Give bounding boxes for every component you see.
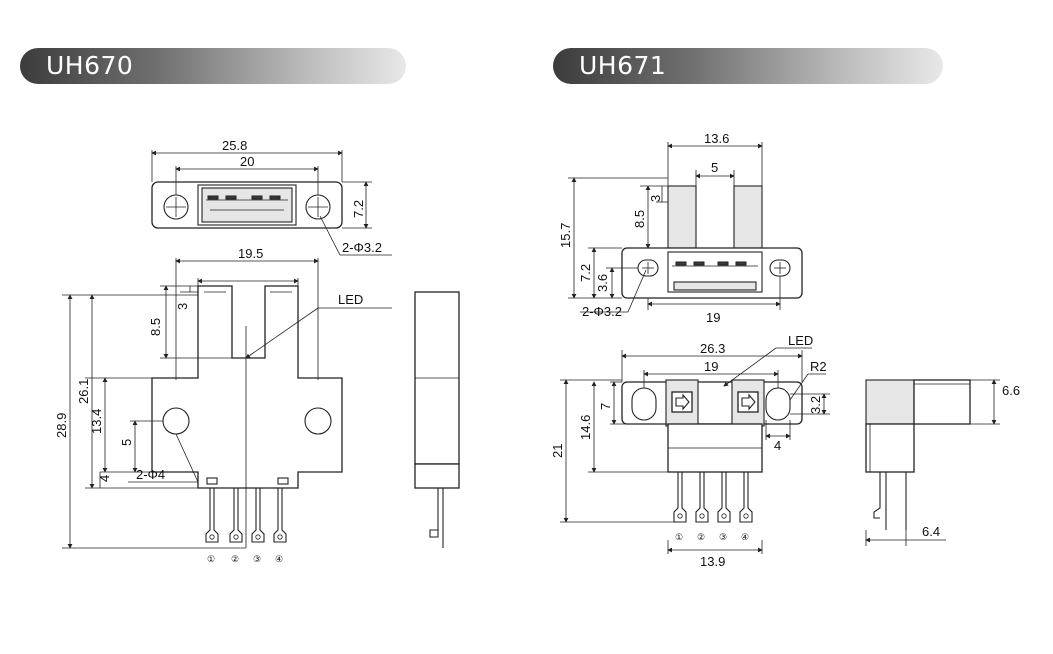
uh671-front-view (560, 347, 830, 554)
uh670-dim-hole-offset: 5 (119, 439, 134, 446)
uh671-side-view (865, 379, 1000, 546)
uh671-dim-holes: 2-Φ3.2 (582, 304, 622, 319)
uh671-dim-base-width: 19 (706, 310, 720, 325)
uh670-dim-body-height: 26.1 (76, 379, 91, 404)
uh670-dim-height: 7.2 (351, 200, 366, 218)
uh670-dim-bottom: 4 (97, 475, 112, 482)
uh671-pin-1: ① (675, 532, 683, 542)
uh670-dim-slot-width: 3 (175, 303, 190, 310)
uh671-dim-height: 15.7 (558, 223, 573, 248)
uh671-dim-body-height: 14.6 (578, 415, 593, 440)
uh670-dim-hole-spacing: 20 (240, 154, 254, 169)
uh671-pin-3: ③ (719, 532, 727, 542)
uh671-dim-bottom-width: 13.9 (700, 554, 725, 569)
uh671-dim-total-width: 26.3 (700, 341, 725, 356)
uh671-dim-pin-offset: 6.4 (922, 524, 940, 539)
uh671-pin-4: ④ (741, 532, 749, 542)
uh670-dim-holes: 2-Φ3.2 (342, 240, 382, 255)
uh670-pin-1: ① (207, 554, 215, 564)
uh671-dim-hole-height: 3.6 (595, 274, 610, 292)
uh670-front-view (62, 258, 392, 549)
uh671-dim-hole-spacing: 19 (704, 359, 718, 374)
uh671-dim-slot-width: 3 (648, 195, 663, 202)
uh671-dim-base-height: 7.2 (578, 264, 593, 282)
uh670-dim-top-width: 25.8 (222, 138, 247, 153)
uh671-dim-radius: R2 (810, 359, 827, 374)
uh671-dim-total-height: 21 (550, 444, 565, 458)
uh670-led-label: LED (338, 292, 363, 307)
title-uh670: UH670 (20, 48, 406, 84)
uh670-dim-mid-height: 13.4 (89, 409, 104, 434)
uh671-pin-2: ② (697, 532, 705, 542)
title-uh671: UH671 (553, 48, 943, 84)
uh670-dim-total-height: 28.9 (54, 413, 69, 438)
uh671-dim-side-depth: 6.6 (1002, 383, 1020, 398)
uh671-dim-gap: 5 (711, 160, 718, 175)
uh671-dim-top-width: 13.6 (704, 131, 729, 146)
uh670-dim-slot-span: 19.5 (238, 246, 263, 261)
uh671-dim-slot-len: 4 (774, 438, 781, 453)
uh670-top-view (151, 150, 392, 256)
uh670-side-view (414, 291, 460, 548)
uh670-dim-slot-depth: 8.5 (148, 318, 163, 336)
uh670-pin-4: ④ (275, 554, 283, 564)
uh670-pin-3: ③ (253, 554, 261, 564)
uh671-top-view (568, 142, 803, 313)
uh671-led-label: LED (788, 333, 813, 348)
uh670-dim-mount-holes: 2-Φ4 (136, 467, 165, 482)
uh671-dim-side-height: 7 (598, 403, 613, 410)
uh671-dim-slot-depth: 8.5 (632, 210, 647, 228)
uh670-pin-2: ② (231, 554, 239, 564)
uh671-dim-slot-height: 3.2 (808, 396, 823, 414)
